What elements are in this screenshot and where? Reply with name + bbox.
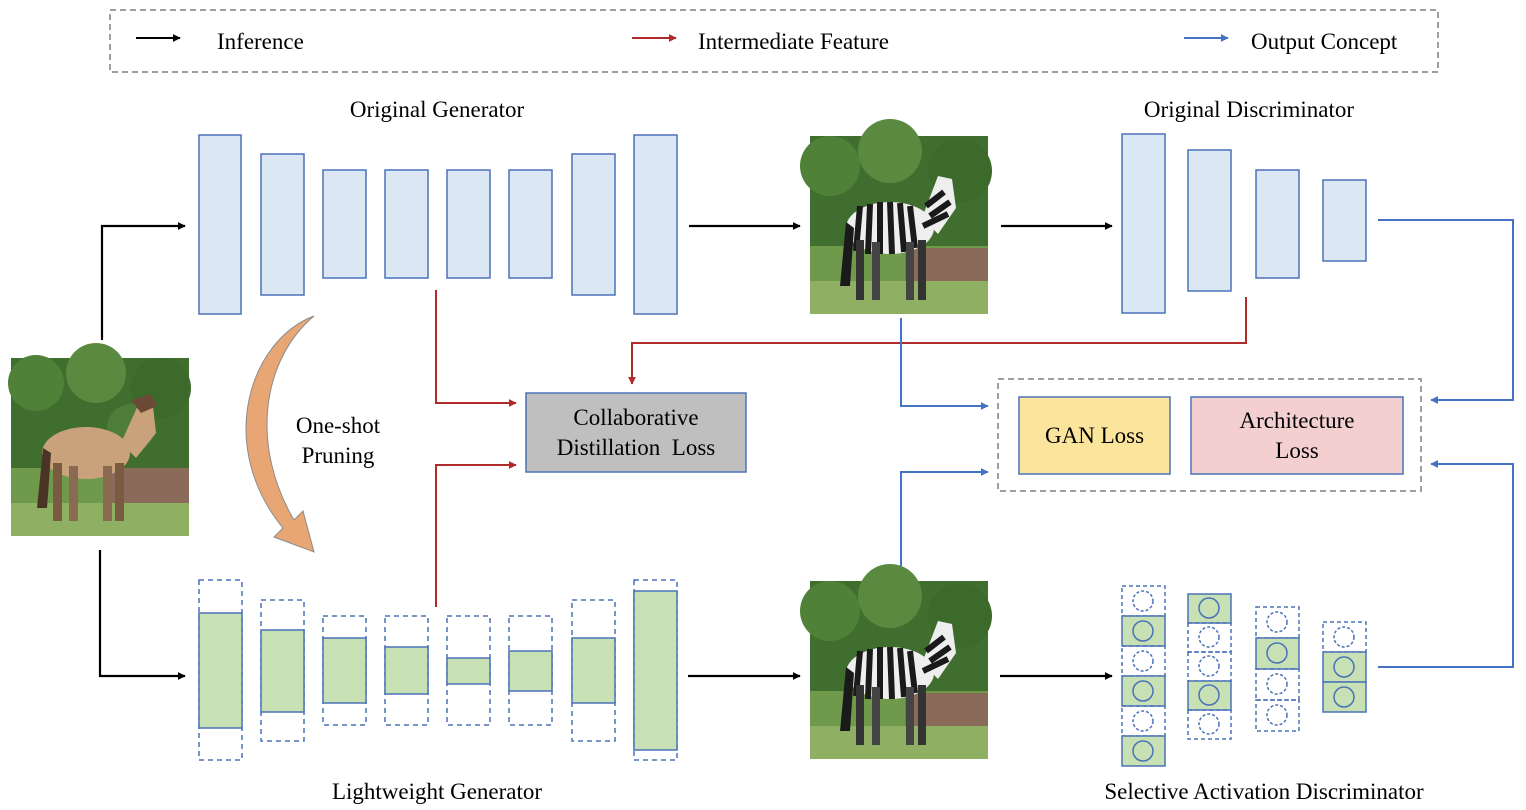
legend-inference-label: Inference xyxy=(217,29,304,54)
pruned-layer-outline xyxy=(508,615,553,726)
feature-arrow xyxy=(435,290,517,407)
inactive-unit xyxy=(1255,699,1300,732)
input-horse-image xyxy=(8,343,191,536)
lightweight-generator-title: Lightweight Generator xyxy=(331,779,543,804)
discriminator-layer xyxy=(1322,179,1367,262)
lightweight-generator-layers xyxy=(198,579,678,761)
concept-arrow xyxy=(900,318,989,410)
discriminator-layer xyxy=(1187,149,1232,292)
legend-frame xyxy=(109,9,1439,73)
gan-loss-label: GAN Loss xyxy=(1044,422,1145,448)
feature-arrows xyxy=(435,290,1247,607)
inference-arrow xyxy=(98,550,186,680)
feature-arrow xyxy=(628,297,1247,385)
kept-channels xyxy=(508,650,553,692)
gan-loss-box xyxy=(1018,396,1171,475)
pruning-label: Pruning xyxy=(301,443,375,468)
discriminator-layer xyxy=(1255,169,1300,279)
inference-arrows xyxy=(98,222,1113,680)
distillation-loss-box xyxy=(525,392,747,473)
concept-arrow xyxy=(1378,460,1514,668)
kept-channels xyxy=(384,646,429,695)
legend-feature-label: Intermediate Feature xyxy=(698,29,889,54)
original-output-zebra-image xyxy=(800,119,992,314)
one-shot-label: One-shot xyxy=(295,413,381,438)
generator-layer xyxy=(633,134,678,315)
generator-layer xyxy=(508,169,553,279)
inactive-unit xyxy=(1255,606,1300,639)
loss-group-frame xyxy=(997,378,1422,492)
pruned-layer-outline xyxy=(446,615,491,726)
selective-discriminator-layers xyxy=(1121,585,1367,767)
original-discriminator-layers xyxy=(1121,133,1367,314)
concept-arrow xyxy=(900,468,989,566)
architecture-loss-line2: Loss xyxy=(1275,437,1319,463)
distillation-loss-line2: Distillation Loss xyxy=(556,434,716,460)
discriminator-layer xyxy=(1121,133,1166,314)
original-generator-layers xyxy=(198,134,678,315)
lightweight-output-zebra-image xyxy=(800,564,992,759)
pruned-layer-outline xyxy=(322,615,367,726)
kept-channels xyxy=(322,637,367,704)
feature-arrow xyxy=(435,461,517,607)
inference-arrow xyxy=(100,222,186,340)
generator-layer xyxy=(260,153,305,296)
kept-channels xyxy=(571,637,616,704)
distillation-loss-label: Collaborative Distillation Loss xyxy=(526,393,746,472)
kept-channels xyxy=(633,590,678,751)
kept-channels xyxy=(198,612,243,729)
original-discriminator-title: Original Discriminator xyxy=(1143,97,1355,122)
concept-arrows xyxy=(900,219,1514,668)
kept-channels xyxy=(260,629,305,713)
one-shot-pruning-arrow xyxy=(245,315,315,553)
architecture-loss-box xyxy=(1190,396,1404,475)
generator-layer xyxy=(571,153,616,296)
selective-discriminator-title: Selective Activation Discriminator xyxy=(1104,779,1424,804)
original-generator-title: Original Generator xyxy=(349,97,525,122)
architecture-loss-label: Architecture Loss xyxy=(1191,397,1403,474)
generator-layer xyxy=(198,134,242,315)
inactive-unit xyxy=(1187,709,1232,740)
pruned-layer-outline xyxy=(384,615,429,726)
legend-concept-label: Output Concept xyxy=(1251,29,1398,54)
generator-layer xyxy=(446,169,491,279)
kept-channels xyxy=(446,657,491,685)
generator-layer xyxy=(384,169,429,279)
architecture-loss-line1: Architecture xyxy=(1239,407,1355,433)
generator-layer xyxy=(322,169,367,279)
active-unit xyxy=(1187,593,1232,624)
inactive-unit xyxy=(1255,668,1300,701)
distillation-loss-line1: Collaborative xyxy=(573,404,699,430)
concept-arrow xyxy=(1378,219,1514,404)
